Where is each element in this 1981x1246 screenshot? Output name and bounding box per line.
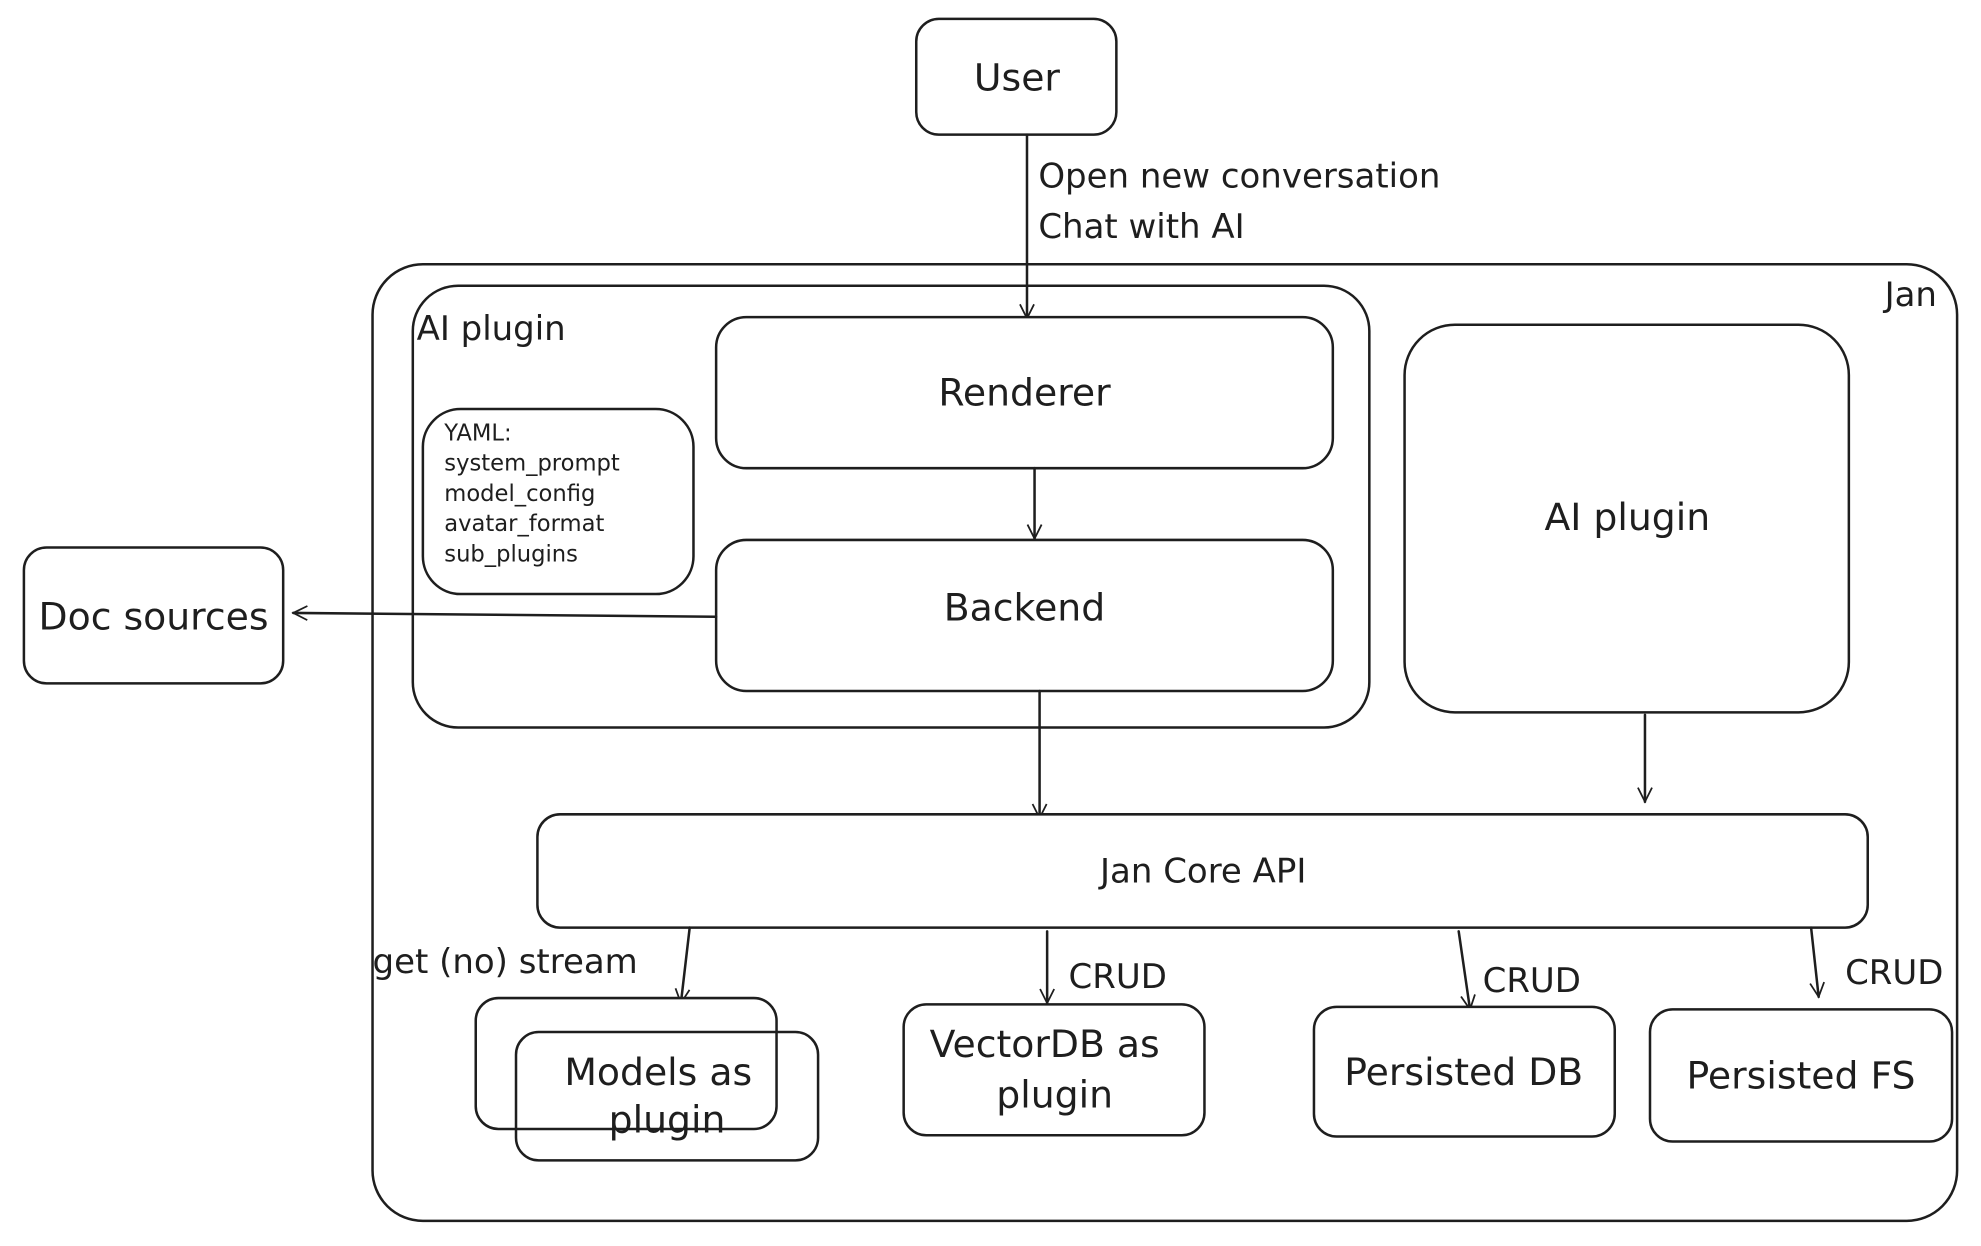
edge-api-to-vectordb: CRUD [1047,930,1167,1003]
backend-label: Backend [944,585,1105,629]
renderer-node: Renderer [714,315,1335,470]
ai-plugin-container-label: AI plugin [417,309,566,349]
edge-api-to-persisted-db: CRUD [1457,930,1581,1009]
persisted-db-label: Persisted DB [1344,1050,1583,1094]
yaml-line: avatar_format [444,511,604,537]
models-node: Models as plugin [474,996,820,1162]
edge-label-chat-with-ai: Chat with AI [1038,207,1244,247]
doc-sources-label: Doc sources [39,594,269,638]
vectordb-label: VectorDB as [930,1022,1160,1066]
ai-plugin-right-label: AI plugin [1544,495,1710,539]
yaml-line: model_config [444,481,595,507]
user-label: User [974,56,1061,100]
backend-node: Backend [714,538,1335,693]
yaml-line: YAML: [443,421,511,447]
jan-core-api-node: Jan Core API [536,813,1869,929]
edge-user-to-renderer: Open new conversation Chat with AI [1027,133,1440,319]
edge-label-crud: CRUD [1845,953,1943,993]
models-label: Models as [564,1050,752,1094]
edge-label-get-stream: get (no) stream [373,942,638,982]
models-label: plugin [609,1098,726,1142]
edge-label-open-conversation: Open new conversation [1038,157,1440,197]
persisted-db-node: Persisted DB [1312,1005,1617,1138]
doc-sources-node: Doc sources [22,546,285,685]
yaml-line: system_prompt [444,451,620,477]
edge-api-to-models: get (no) stream [373,926,691,1004]
edge-backend-to-doc-sources [293,613,718,617]
ai-plugin-right-node: AI plugin [1403,323,1851,714]
jan-core-api-label: Jan Core API [1098,851,1306,891]
edge-label-crud: CRUD [1069,957,1167,997]
edge-label-crud: CRUD [1483,961,1581,1001]
user-node: User [914,17,1118,136]
vectordb-label: plugin [996,1073,1113,1117]
persisted-fs-node: Persisted FS [1648,1008,1954,1143]
renderer-label: Renderer [938,370,1111,414]
vectordb-node: VectorDB as plugin [902,1003,1206,1137]
jan-label: Jan [1883,275,1937,315]
yaml-config-node: YAML: system_prompt model_config avatar_… [421,407,695,596]
yaml-line: sub_plugins [444,541,578,567]
persisted-fs-label: Persisted FS [1687,1054,1916,1098]
edge-api-to-persisted-fs: CRUD [1811,926,1943,997]
